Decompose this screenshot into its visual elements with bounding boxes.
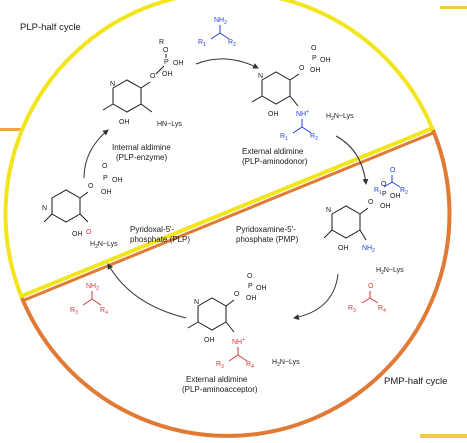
svg-text:N: N	[110, 81, 115, 88]
svg-text:OH: OH	[204, 337, 215, 344]
edge-bar-right	[440, 6, 467, 9]
svg-text:O: O	[150, 73, 156, 80]
svg-text:H2N~Lys: H2N~Lys	[326, 113, 354, 122]
svg-text:R1: R1	[374, 187, 382, 196]
svg-text:HN~Lys: HN~Lys	[157, 121, 182, 128]
divider-orange	[21, 131, 434, 303]
svg-text:OH: OH	[310, 67, 321, 74]
arrow-right-upper	[335, 135, 369, 185]
svg-text:OH: OH	[268, 111, 279, 118]
svg-text:OH: OH	[256, 285, 267, 292]
arrow-bottom	[107, 263, 187, 319]
edge-bar-bottom	[420, 434, 467, 438]
svg-text:O: O	[368, 199, 374, 206]
arrow-top	[195, 58, 259, 69]
svg-text:OH: OH	[246, 295, 257, 302]
svg-text:OH: OH	[112, 177, 123, 184]
amino-acceptor-ketone: O R3 R4	[348, 283, 386, 314]
svg-text:R4: R4	[100, 307, 108, 316]
svg-text:R3: R3	[216, 361, 224, 370]
svg-text:O: O	[86, 229, 92, 236]
svg-text:R1: R1	[198, 39, 206, 48]
svg-text:O: O	[311, 45, 317, 52]
lys-released: H2N~Lys	[90, 241, 118, 250]
external-aldimine-acceptor-sub: (PLP-aminoacceptor)	[182, 385, 258, 394]
plp-half-arc	[3, 0, 435, 299]
external-aldimine-donor-sub: (PLP-aminodonor)	[242, 157, 308, 166]
svg-text:O: O	[163, 47, 169, 54]
arrow-right-lower	[293, 273, 339, 320]
plp-name: Pyridoxal-5'-	[130, 225, 175, 234]
svg-text:N: N	[194, 299, 199, 306]
divider-yellow	[21, 126, 434, 298]
svg-text:OH: OH	[162, 71, 173, 78]
internal-aldimine-structure: N OH O P O OH OH R HN~Lys Internal aldim…	[102, 39, 184, 162]
internal-aldimine-sub: (PLP-enzyme)	[116, 153, 167, 162]
external-aldimine-acceptor-structure: N OH O P O OH OH NH+ R3 R4 H2N~Lys Exter…	[182, 273, 300, 394]
ketone-product-structure: O R1 R2	[374, 167, 408, 196]
external-aldimine-donor-name: External aldimine	[242, 147, 304, 156]
svg-text:O: O	[88, 183, 94, 190]
svg-text:R2: R2	[310, 133, 318, 142]
svg-text:O: O	[390, 167, 396, 174]
svg-text:OH: OH	[119, 119, 130, 126]
svg-text:OH: OH	[380, 203, 391, 210]
svg-text:N: N	[258, 73, 263, 80]
svg-text:P: P	[248, 283, 253, 290]
plp-half-cycle-label: PLP-half cycle	[20, 22, 81, 33]
svg-text:N: N	[42, 205, 47, 212]
svg-text:OH: OH	[72, 231, 83, 238]
svg-text:O: O	[299, 65, 305, 72]
pmp-sub: phosphate (PMP)	[236, 235, 299, 244]
svg-text:R3: R3	[70, 307, 78, 316]
svg-text:O: O	[234, 291, 240, 298]
svg-text:N: N	[326, 207, 331, 214]
svg-text:O: O	[381, 181, 387, 188]
svg-text:NH2: NH2	[86, 283, 99, 292]
external-aldimine-acceptor-name: External aldimine	[186, 375, 248, 384]
svg-text:NH2: NH2	[214, 17, 227, 26]
edge-bar-left	[0, 128, 22, 131]
amino-donor-structure: NH2 R1 R2	[198, 17, 236, 48]
svg-text:R1: R1	[280, 133, 288, 142]
lys-free-right: H2N~Lys	[376, 267, 404, 276]
pmp-half-cycle-label: PMP-half cycle	[384, 376, 447, 387]
svg-text:OH: OH	[101, 189, 112, 196]
amine-product-structure: NH2 R3 R4	[70, 283, 108, 316]
svg-text:R2: R2	[400, 187, 408, 196]
svg-text:R2: R2	[228, 39, 236, 48]
plp-sub: phosphate (PLP)	[130, 235, 190, 244]
internal-aldimine-name: Internal aldimine	[112, 143, 171, 152]
svg-text:O: O	[247, 273, 253, 280]
pmp-name: Pyridoxamine-5'-	[236, 225, 296, 234]
svg-text:O: O	[102, 163, 108, 170]
svg-text:OH: OH	[338, 245, 349, 252]
svg-text:O: O	[368, 283, 374, 290]
svg-text:P: P	[103, 175, 108, 182]
svg-text:P: P	[164, 59, 169, 66]
svg-text:R4: R4	[246, 361, 254, 370]
plp-structure: N OH O P O OH OH O Pyridoxal-5'- phospha…	[42, 163, 190, 244]
svg-text:R3: R3	[348, 305, 356, 314]
arrow-left	[83, 129, 109, 179]
svg-text:P: P	[312, 55, 317, 62]
svg-text:P: P	[382, 191, 387, 198]
pmp-structure: N OH O P O OH OH NH2 Pyridoxamine-5'- ph…	[236, 181, 401, 254]
svg-text:OH: OH	[173, 60, 184, 67]
svg-text:NH+: NH+	[232, 337, 245, 346]
svg-text:R4: R4	[378, 305, 386, 314]
external-aldimine-donor-structure: N OH O P O OH OH NH+ R1 R2 H2N~Lys Exter…	[242, 45, 354, 166]
svg-text:OH: OH	[390, 193, 401, 200]
pmp-half-arc	[20, 129, 452, 438]
svg-text:NH2: NH2	[362, 245, 375, 254]
svg-text:NH+: NH+	[296, 109, 309, 118]
svg-text:R: R	[159, 39, 164, 46]
svg-text:H2N~Lys: H2N~Lys	[272, 359, 300, 368]
svg-text:OH: OH	[320, 57, 331, 64]
